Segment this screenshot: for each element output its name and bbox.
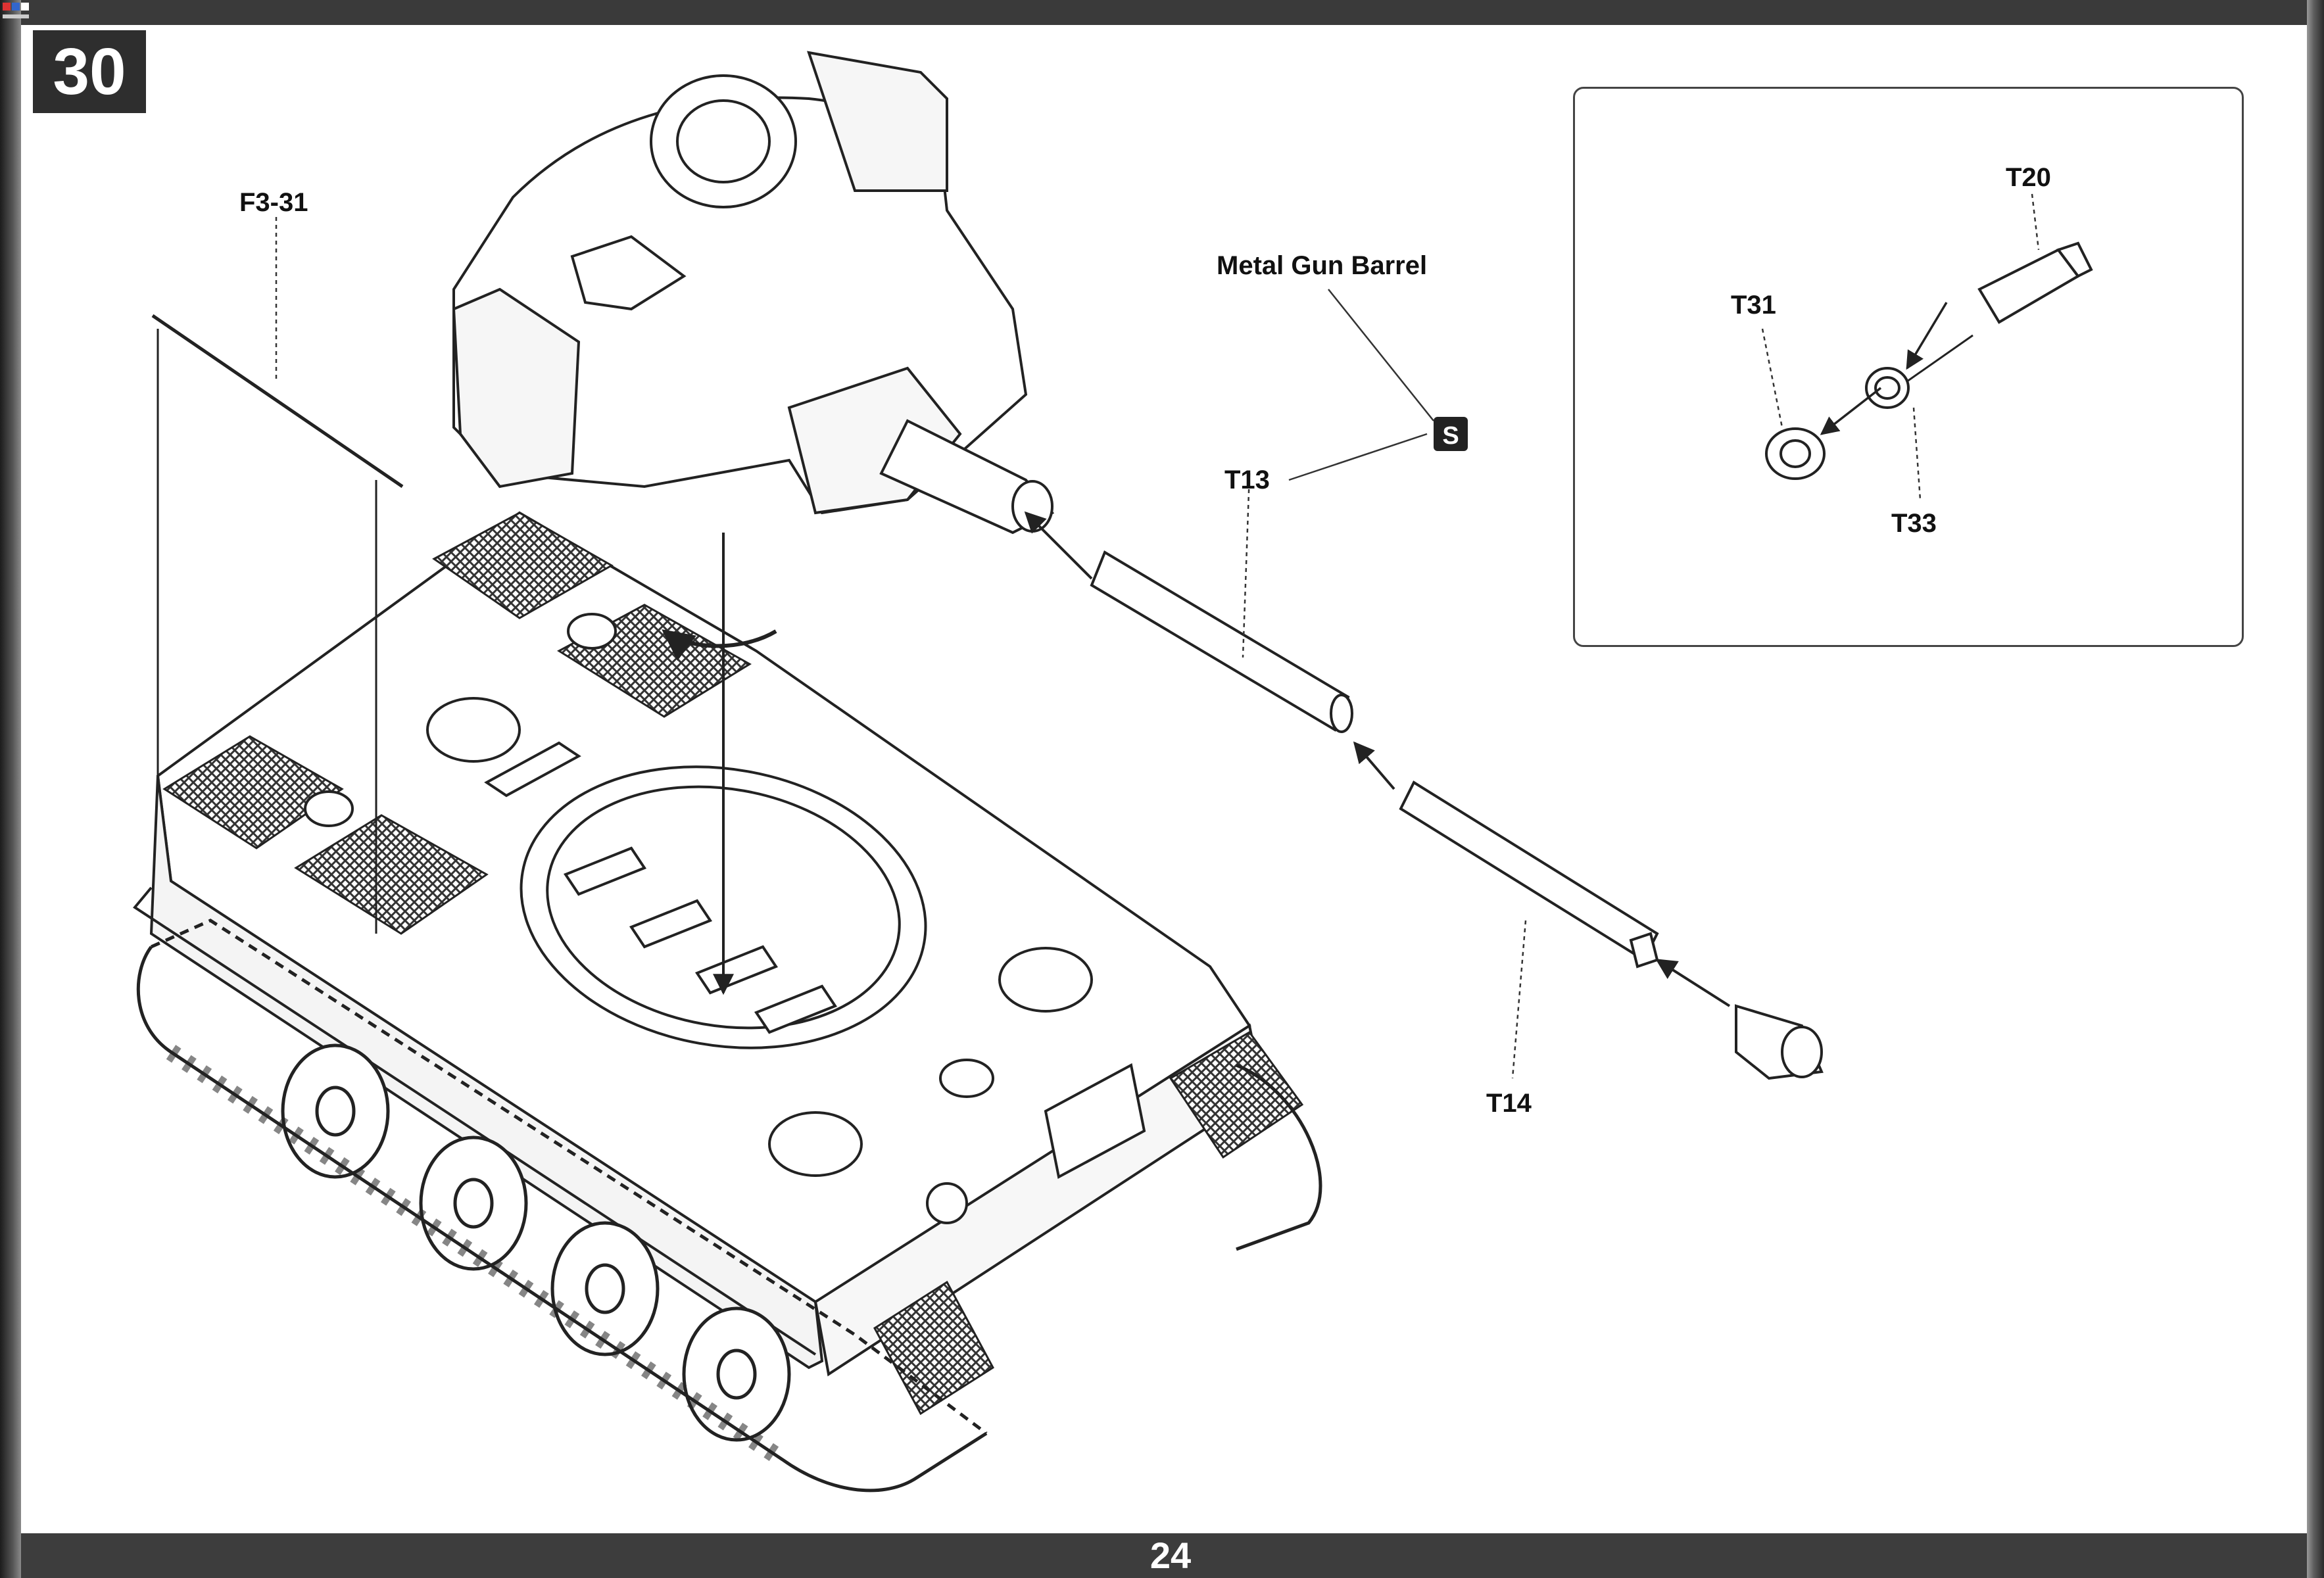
top-margin-band — [0, 0, 2324, 25]
callout-t31: T31 — [1731, 291, 1776, 320]
bottom-margin-band — [0, 1533, 2324, 1578]
assembly-arrow-icon — [713, 511, 1731, 1007]
leader-lines — [275, 217, 1527, 1079]
antenna-f3-31 — [151, 314, 404, 934]
deck-fittings — [304, 613, 1146, 1224]
track-run — [136, 919, 1322, 1493]
barrel-t14 — [1399, 780, 1659, 968]
engine-grilles — [162, 512, 1304, 1416]
callout-t13: T13 — [1224, 466, 1270, 494]
muzzle-brake-part — [1735, 1004, 1824, 1080]
turret-ring — [520, 765, 927, 1049]
svg-text:S: S — [1442, 422, 1459, 450]
barrel-t13 — [1090, 550, 1353, 733]
metal-part-icon: S — [1434, 417, 1468, 451]
left-binding-shadow — [0, 0, 21, 1578]
inset-parts — [1765, 241, 2093, 480]
callout-t20: T20 — [2006, 163, 2051, 192]
right-binding-shadow — [2307, 0, 2324, 1578]
callout-t14: T14 — [1486, 1089, 1532, 1118]
step-number: 30 — [53, 34, 126, 108]
callout-t33: T33 — [1891, 509, 1937, 538]
inset-arrows — [1820, 302, 1948, 435]
publisher-logo-icon — [3, 3, 29, 18]
solid-leaders — [1288, 289, 1434, 481]
turret — [452, 51, 1055, 535]
callout-metal-gun-barrel: Metal Gun Barrel — [1217, 251, 1428, 280]
step-number-badge: 30 — [33, 30, 146, 113]
inset-detail-box — [1573, 87, 2244, 647]
rotate-arrow-icon — [662, 629, 777, 661]
inset-leaders — [1761, 193, 2040, 500]
callout-f3-31: F3-31 — [239, 188, 308, 217]
page-number: 24 — [1150, 1535, 1192, 1576]
